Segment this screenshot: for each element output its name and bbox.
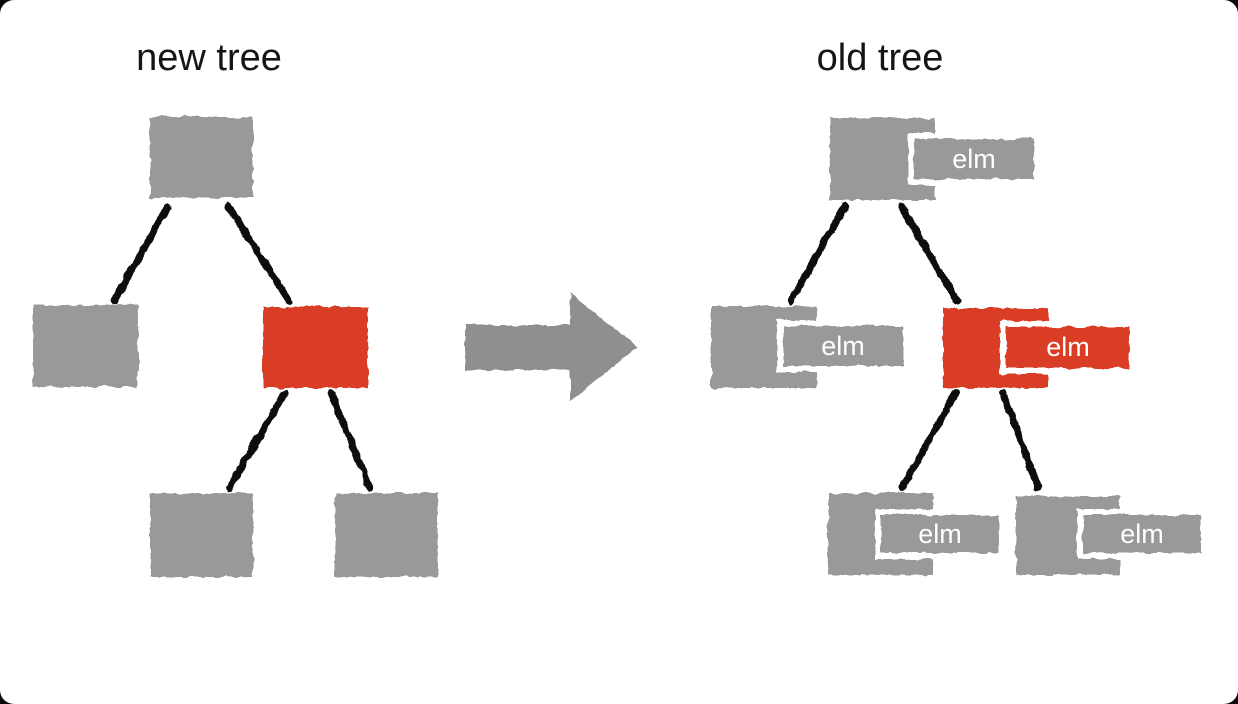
old-tree-child-right-elm-label: elm	[1046, 332, 1090, 362]
old-tree-edges	[787, 202, 1042, 492]
new-tree-edge-right-grandright	[327, 389, 374, 492]
old-tree-grandchild-right-elm-tag	[1077, 509, 1207, 559]
hand-drawn-shapes	[33, 117, 1207, 577]
old-tree-grandchild-right-elm-label: elm	[1120, 519, 1164, 549]
new-tree-edges	[110, 202, 374, 492]
old-tree-edge-right-grandright	[999, 389, 1042, 492]
old-tree-edge-root-right	[897, 202, 961, 305]
new-tree-child-left-node	[33, 305, 138, 387]
old-tree-grandchild-left-elm-tag	[875, 509, 1005, 559]
old-tree-title: old tree	[817, 37, 944, 79]
new-tree-child-right-node-highlighted	[263, 307, 368, 388]
old-tree-edge-right-grandleft	[898, 389, 960, 492]
new-tree-root-node	[150, 117, 253, 198]
new-tree-edge-root-right	[224, 202, 293, 305]
new-tree-grandchild-left-node	[150, 493, 253, 577]
old-tree-child-left-elm-tag	[777, 320, 909, 372]
new-tree-edge-right-grandleft	[225, 389, 289, 492]
old-tree-edge-root-left	[787, 202, 849, 305]
old-tree-root-elm-tag	[908, 133, 1040, 185]
transform-arrow-icon	[465, 293, 638, 401]
old-tree-child-right-elm-tag-highlighted	[1000, 321, 1135, 374]
new-tree-grandchild-right-node	[335, 493, 438, 577]
old-tree-root-elm-label: elm	[952, 144, 996, 174]
new-tree-title: new tree	[136, 37, 282, 79]
old-tree-grandchild-left-elm-label: elm	[918, 519, 962, 549]
old-tree-child-left-elm-label: elm	[821, 331, 865, 361]
new-tree-edge-root-left	[110, 202, 172, 305]
